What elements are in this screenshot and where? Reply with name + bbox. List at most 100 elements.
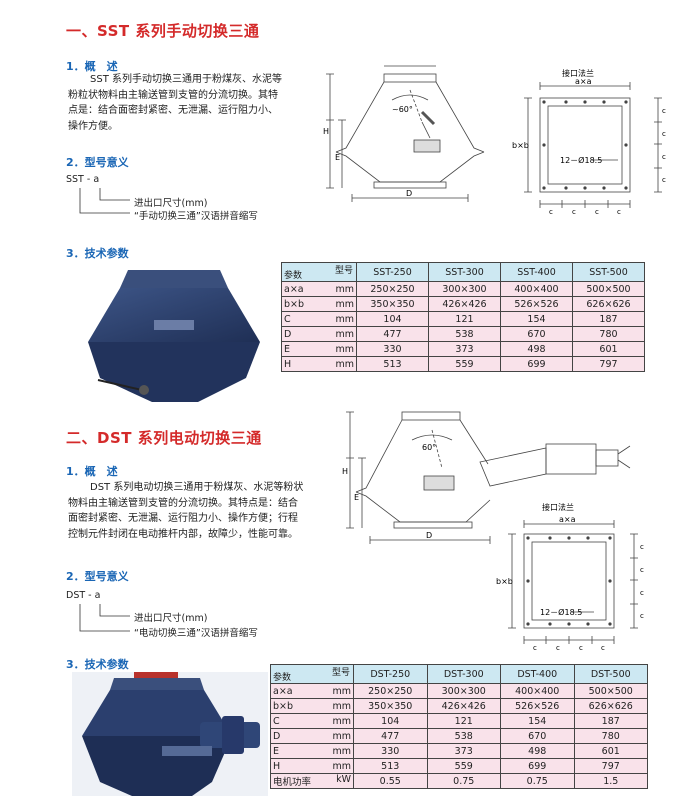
table-cell: 426×426 [426, 698, 501, 714]
table-cell: 559 [428, 356, 501, 372]
table-cell: 559 [426, 758, 501, 774]
table-cell: 373 [426, 743, 501, 759]
sst-overview-line: 点是：结合面密封紧密、无泄漏、运行阻力小、 [68, 105, 278, 116]
param-unit: kW [336, 774, 351, 785]
dst-model-col: DST-500 [573, 664, 648, 684]
table-cell: 626×626 [572, 296, 645, 312]
dst-model-col: DST-250 [353, 664, 428, 684]
dst-model-col: DST-400 [500, 664, 575, 684]
table-cell: 0.75 [500, 773, 575, 789]
table-cell: 300×300 [428, 281, 501, 297]
param-name: a×a [284, 283, 304, 295]
sst-model-col: SST-250 [356, 262, 429, 282]
table-cell: 498 [500, 743, 575, 759]
sst-model-note-size: 进出口尺寸(mm) [134, 198, 208, 209]
param-unit: mm [335, 343, 354, 355]
dst-flange-c: c [640, 612, 644, 620]
dst-overview-line: 控制元件封闭在电动推杆内部，故障少，性能可靠。 [68, 528, 298, 540]
param-unit: mm [335, 283, 354, 295]
param-unit: mm [335, 313, 354, 325]
dst-overview-line: DST 系列电动切换三通用于粉煤灰、水泥等粉状 [90, 482, 304, 493]
table-cell: 1.5 [573, 773, 648, 789]
dst-dim-h: H [342, 467, 348, 476]
sst-model-brackets [79, 188, 130, 214]
dst-model-heading: 2．型号意义 [66, 570, 129, 583]
table-cell: 626×626 [573, 698, 648, 714]
table-cell: 300×300 [426, 683, 501, 699]
table-cell: 121 [428, 311, 501, 327]
sst-flange-c: c [662, 176, 666, 184]
dst-spec-table: 型号 参数 DST-250 DST-300 DST-400 DST-500 a×… [270, 664, 648, 789]
sst-flange-axa: a×a [575, 77, 592, 86]
table-cell: 154 [500, 311, 573, 327]
sst-table-header: 型号 参数 SST-250 SST-300 SST-400 SST-500 [281, 262, 645, 282]
param-name: a×a [273, 685, 293, 697]
sst-flange-c: c [662, 130, 666, 138]
dst-section-title: 二、DST 系列电动切换三通 [66, 429, 262, 447]
table-cell: 330 [356, 341, 429, 357]
dst-dim-d: D [426, 531, 432, 540]
param-name: H [284, 358, 292, 370]
table-cell: 400×400 [500, 683, 575, 699]
table-cell: 500×500 [572, 281, 645, 297]
table-cell: 670 [500, 326, 573, 342]
sst-model-col: SST-500 [572, 262, 645, 282]
param-unit: mm [332, 700, 351, 712]
table-cell: 121 [426, 713, 501, 729]
dst-model-code: DST - a [66, 590, 101, 601]
dst-overview-heading: 1．概 述 [66, 465, 118, 478]
param-unit: mm [332, 745, 351, 757]
sst-overview-line: 操作方便。 [68, 120, 118, 132]
table-cell: 104 [353, 713, 428, 729]
dst-flange-axa: a×a [559, 515, 576, 524]
sst-model-col: SST-400 [500, 262, 573, 282]
table-cell: 330 [353, 743, 428, 759]
table-cell: 513 [353, 758, 428, 774]
dst-model-note-size: 进出口尺寸(mm) [134, 613, 208, 624]
sst-flange-bxb: b×b [512, 141, 529, 150]
sst-flange-c: c [662, 153, 666, 161]
sst-section-title: 一、SST 系列手动切换三通 [66, 22, 260, 40]
table-cell: 350×350 [353, 698, 428, 714]
dst-side-drawing: H E 60° D [342, 411, 631, 544]
param-name: C [284, 313, 291, 325]
sst-side-drawing: H E ~60° D [323, 65, 485, 202]
sst-spec-table: 型号 参数 SST-250 SST-300 SST-400 SST-500 a×… [281, 262, 645, 372]
table-cell: 670 [500, 728, 575, 744]
table-cell: 498 [500, 341, 573, 357]
dst-overview-line: 物料由主输送管到支管的分流切换。其特点是：结合 [68, 497, 298, 509]
dst-flange-c: c [579, 644, 583, 650]
sst-header-model-label: 型号 [334, 266, 353, 276]
param-unit: mm [332, 760, 351, 772]
table-cell: 797 [573, 758, 648, 774]
dst-product-photo [72, 672, 268, 796]
sst-model-col: SST-300 [428, 262, 501, 282]
table-cell: 513 [356, 356, 429, 372]
table-cell: 699 [500, 758, 575, 774]
table-cell: 400×400 [500, 281, 573, 297]
sst-model-code: SST - a [66, 174, 100, 185]
dst-model-note-abbr: “电动切换三通”汉语拼音缩写 [134, 628, 258, 639]
param-unit: mm [332, 685, 351, 697]
sst-dim-h: H [323, 127, 329, 136]
dst-flange-bxb: b×b [496, 577, 513, 586]
table-cell: 104 [356, 311, 429, 327]
dst-flange-title: 接口法兰 [542, 502, 574, 512]
sst-dim-e: E [335, 153, 340, 162]
dst-overview-text: DST 系列电动切换三通用于粉煤灰、水泥等粉状 物料由主输送管到支管的分流切换。… [68, 480, 330, 542]
table-cell: 526×526 [500, 296, 573, 312]
table-cell: 250×250 [353, 683, 428, 699]
dst-model-col: DST-300 [426, 664, 501, 684]
dst-flange-c: c [640, 566, 644, 574]
param-name: E [284, 343, 291, 355]
sst-product-photo [88, 270, 260, 402]
table-cell: 601 [573, 743, 648, 759]
dst-header-corner: 型号 参数 [270, 664, 354, 684]
sst-overview-line: 粉粒状物料由主输送管到支管的分流切换。其特 [68, 89, 278, 101]
